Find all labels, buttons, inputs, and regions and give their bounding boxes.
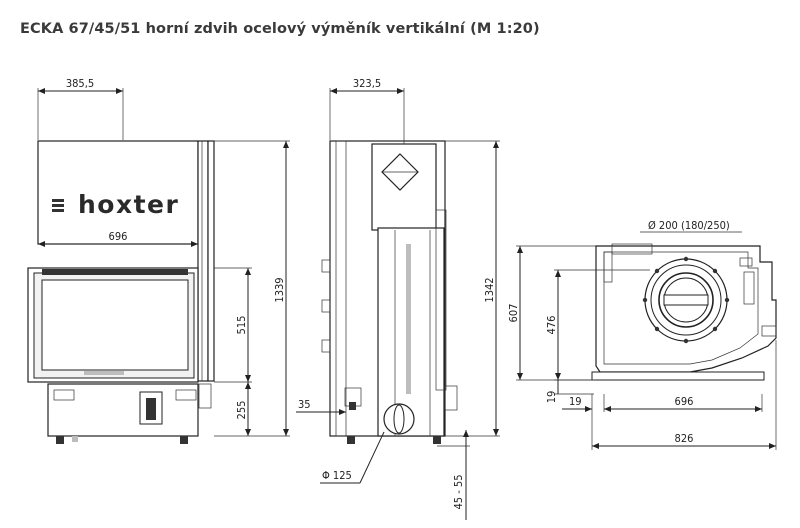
dim-19-horizontal: 19 bbox=[569, 395, 582, 408]
dim-607: 607 bbox=[507, 304, 520, 323]
dim-826: 826 bbox=[675, 432, 694, 445]
dim-255: 255 bbox=[235, 401, 248, 420]
dim-476: 476 bbox=[545, 316, 558, 335]
svg-text:hoxter: hoxter bbox=[78, 190, 179, 219]
top-view: Ø 200 (180/250) 607 476 19 19 696 826 bbox=[507, 219, 777, 450]
dim-phi-125: Φ 125 bbox=[322, 469, 352, 482]
front-view: hoxter 385,5 696 1339 515 255 bbox=[27, 77, 290, 444]
dim-1339: 1339 bbox=[273, 277, 286, 302]
dim-323-5: 323,5 bbox=[353, 77, 381, 90]
dim-1342: 1342 bbox=[483, 277, 496, 302]
dim-35: 35 bbox=[298, 398, 311, 411]
dim-flue-diameter: Ø 200 (180/250) bbox=[648, 219, 730, 232]
dim-45-55: 45 - 55 bbox=[452, 474, 465, 509]
dim-385-5: 385,5 bbox=[66, 77, 94, 90]
dim-696-front: 696 bbox=[109, 230, 128, 243]
dim-696-top: 696 bbox=[675, 395, 694, 408]
dim-19-vertical: 19 bbox=[545, 391, 558, 404]
page-title: ECKA 67/45/51 horní zdvih ocelový výmění… bbox=[20, 21, 540, 37]
dim-515: 515 bbox=[235, 316, 248, 335]
side-view: 323,5 1342 35 Φ 125 45 - 55 bbox=[296, 77, 500, 520]
hoxter-logo: hoxter bbox=[52, 190, 179, 219]
